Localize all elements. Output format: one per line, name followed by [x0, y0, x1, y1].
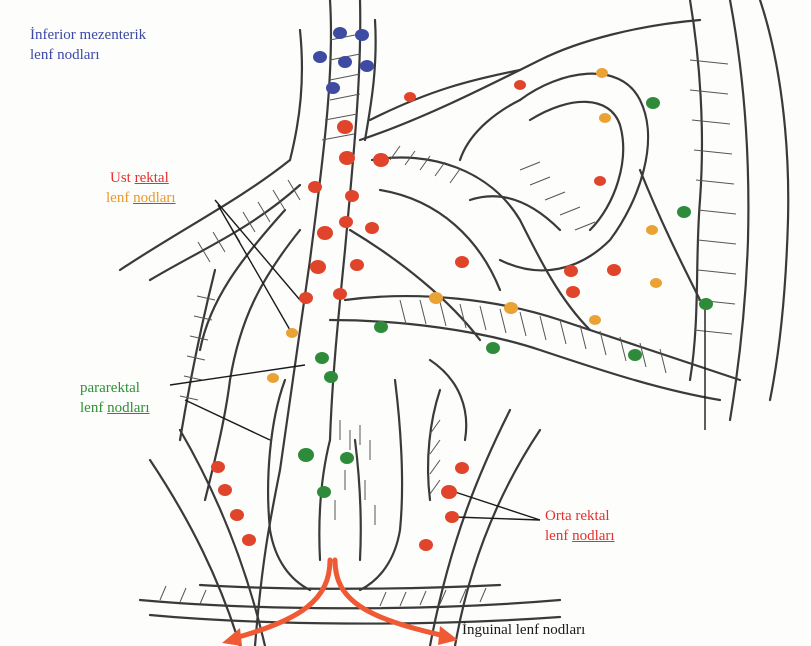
inferior-mesenteric-nodes: [313, 27, 374, 94]
pararectal-label-line1: pararektal: [80, 378, 150, 398]
upper-rectal-lenf: lenf: [106, 190, 129, 206]
middle-rectal-label-line1: Orta rektal: [545, 506, 615, 526]
pararectal-label: pararektal lenf nodları: [80, 378, 150, 418]
pararectal-label-line2: lenf nodları: [80, 398, 150, 418]
vessel-outlines: [120, 0, 788, 646]
pararectal-nodlari: nodları: [107, 400, 150, 416]
upper-rectal-nodes: [211, 80, 621, 551]
inferior-mesenteric-label: İnferior mezenterik lenf nodları: [30, 25, 146, 65]
inguinal-drainage-arrows: [235, 560, 445, 638]
inferior-mesenteric-label-line2: lenf nodları: [30, 45, 146, 65]
upper-rectal-label-line1: Ust rektal: [110, 168, 176, 188]
upper-rectal-label-line2: lenf nodları: [106, 188, 176, 208]
middle-rectal-lenf: lenf: [545, 528, 568, 544]
upper-rectal-word: rektal: [135, 170, 169, 186]
middle-rectal-label: Orta rektal lenf nodları: [545, 506, 615, 546]
middle-rectal-label-line2: lenf nodları: [545, 526, 615, 546]
pararectal-lenf: lenf: [80, 400, 103, 416]
upper-rectal-prefix: Ust: [110, 170, 131, 186]
inferior-mesenteric-label-line1: İnferior mezenterik: [30, 25, 146, 45]
leader-lines: [170, 200, 705, 520]
inguinal-label: İnguinal lenf nodları: [462, 620, 585, 640]
upper-rectal-label: Ust rektal lenf nodları: [110, 168, 176, 208]
middle-rectal-nodlari: nodları: [572, 528, 615, 544]
upper-rectal-nodlari: nodları: [133, 190, 176, 206]
